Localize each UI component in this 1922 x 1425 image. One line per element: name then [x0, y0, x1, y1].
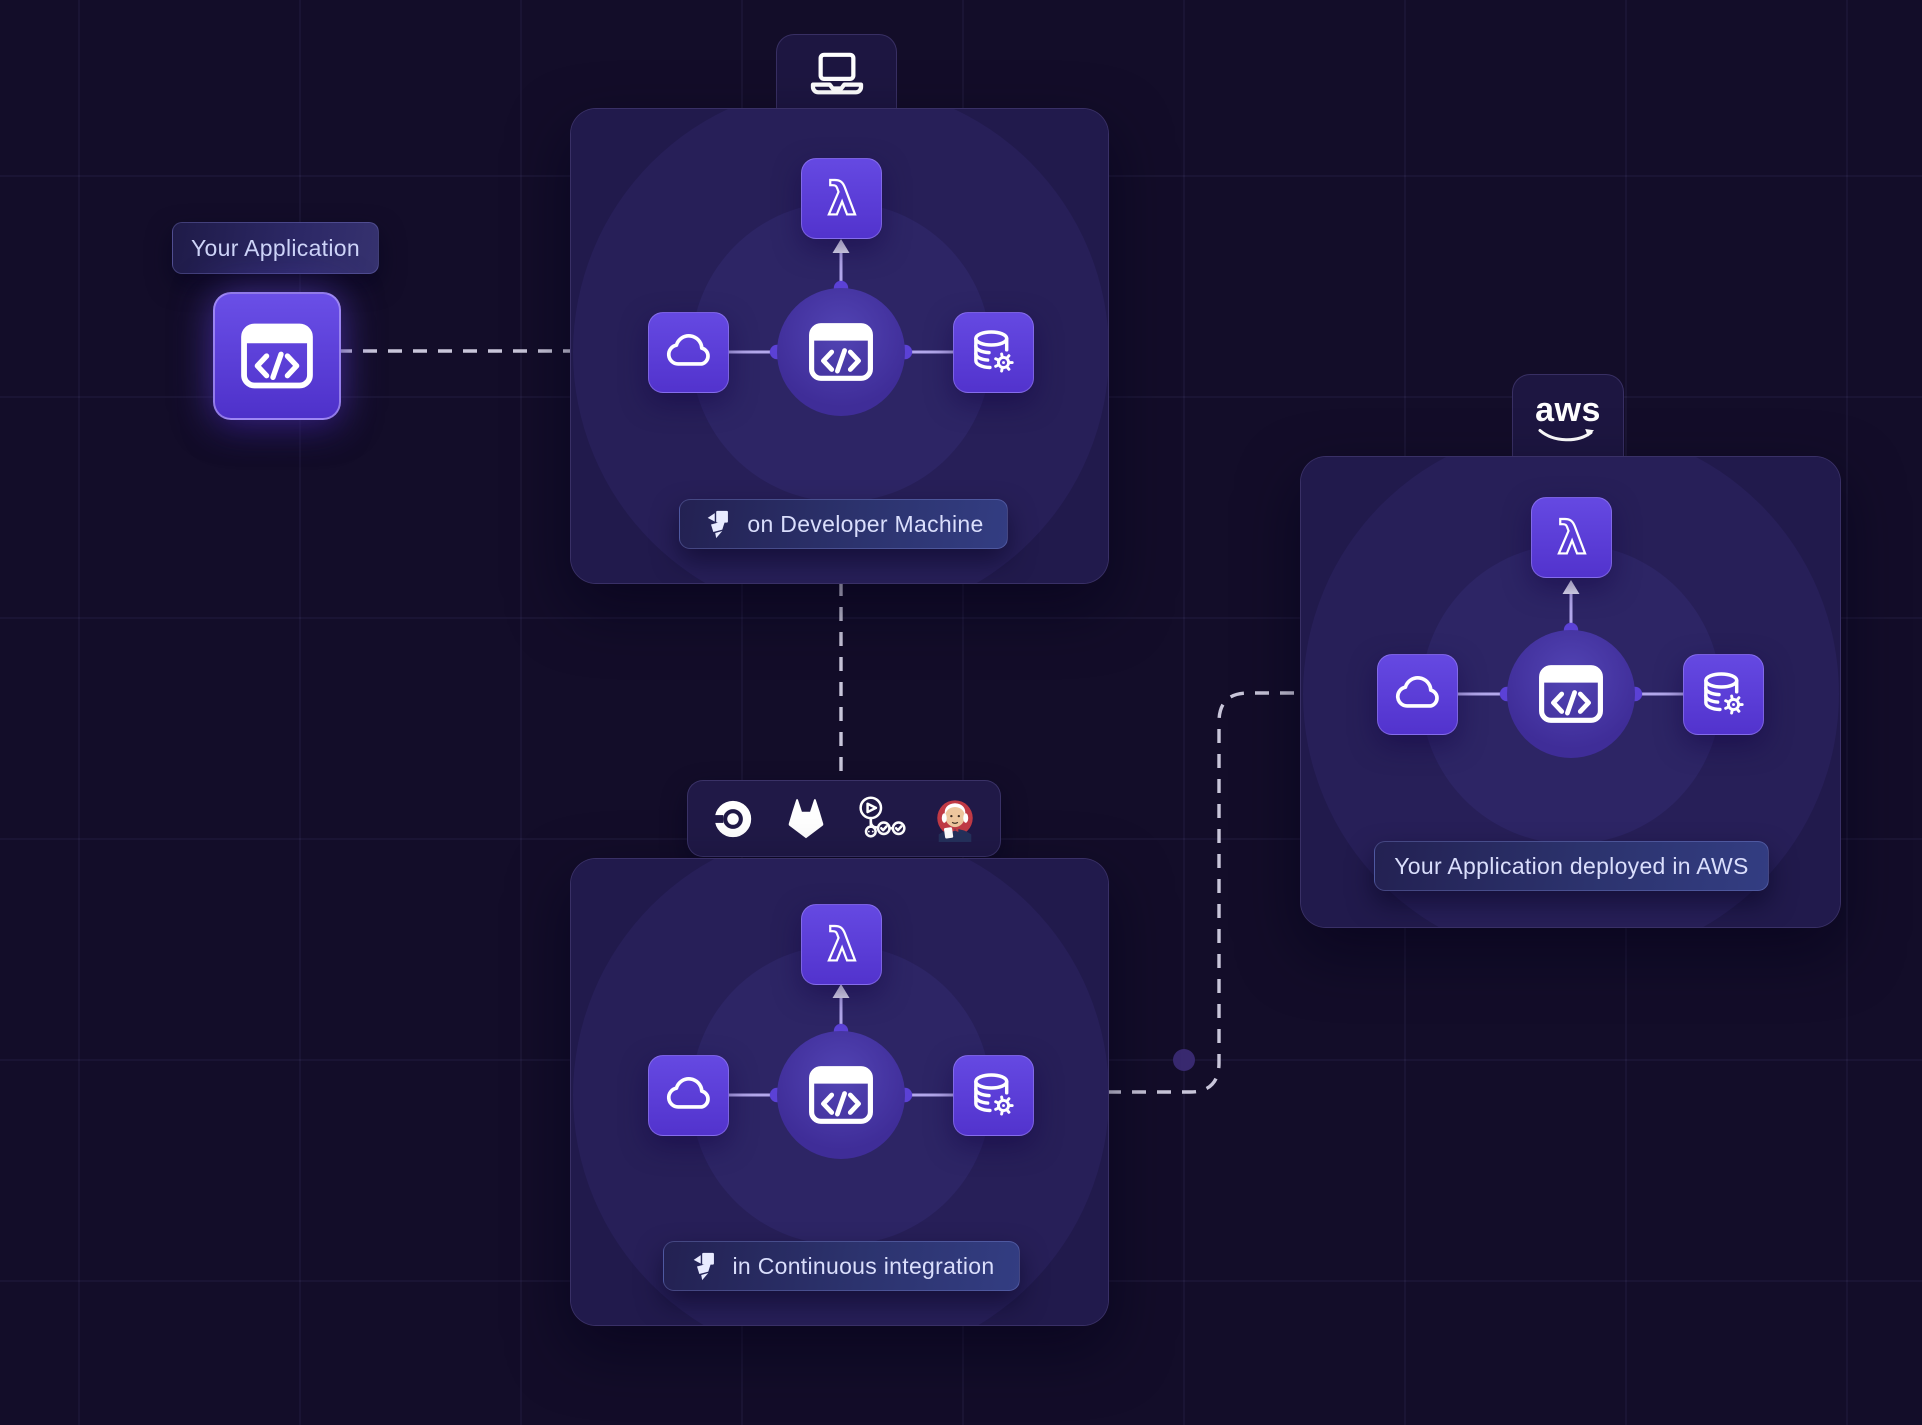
- ci-providers-tab: [687, 780, 1001, 857]
- card-connectors: [1457, 580, 1683, 702]
- developer-machine-tab: [776, 34, 897, 115]
- lambda-icon: [815, 172, 869, 226]
- your-application-box: [213, 292, 341, 420]
- localstack-icon: [703, 508, 735, 540]
- aws-deployment-badge: Your Application deployed in AWS: [1374, 841, 1769, 891]
- aws-smile-icon: [1535, 428, 1601, 446]
- developer-machine-badge: on Developer Machine: [679, 499, 1008, 549]
- application-circle: [777, 1031, 905, 1159]
- grid-node-dot: [1173, 1049, 1195, 1071]
- code-window-icon: [808, 322, 874, 382]
- aws-deployment-badge-text: Your Application deployed in AWS: [1394, 852, 1749, 879]
- lambda-icon: [815, 918, 869, 972]
- application-circle: [777, 288, 905, 416]
- aws-deployment-card: Your Application deployed in AWS: [1300, 456, 1841, 928]
- aws-logo-text: aws: [1535, 390, 1601, 429]
- cloud-icon: [661, 1068, 717, 1124]
- database-gear-icon: [965, 324, 1023, 382]
- database-node: [953, 1055, 1034, 1136]
- lambda-node: [801, 158, 882, 239]
- database-gear-icon: [965, 1067, 1023, 1125]
- application-circle: [1507, 630, 1635, 758]
- lambda-node: [1531, 497, 1612, 578]
- laptop-icon: [806, 50, 868, 100]
- gitlab-icon: [782, 795, 830, 843]
- cloud-node: [1377, 654, 1458, 735]
- aws-tab: aws: [1512, 374, 1624, 463]
- database-node: [953, 312, 1034, 393]
- cloud-node: [648, 312, 729, 393]
- your-application-label: Your Application: [172, 222, 379, 274]
- aws-logo: aws: [1535, 393, 1601, 446]
- code-window-icon: [240, 322, 314, 390]
- your-application-label-text: Your Application: [191, 234, 360, 261]
- circleci-icon: [710, 796, 756, 842]
- jenkins-icon: [932, 796, 978, 842]
- github-actions-icon: [856, 794, 906, 844]
- continuous-integration-card: in Continuous integration: [570, 858, 1109, 1326]
- developer-machine-badge-text: on Developer Machine: [747, 510, 984, 537]
- localstack-icon: [689, 1250, 721, 1282]
- lambda-node: [801, 904, 882, 985]
- code-window-icon: [1538, 664, 1604, 724]
- continuous-integration-badge: in Continuous integration: [663, 1241, 1020, 1291]
- code-window-icon: [808, 1065, 874, 1125]
- database-gear-icon: [1695, 666, 1753, 724]
- lambda-icon: [1545, 511, 1599, 565]
- cloud-icon: [1390, 667, 1446, 723]
- database-node: [1683, 654, 1764, 735]
- continuous-integration-badge-text: in Continuous integration: [732, 1252, 995, 1279]
- cloud-node: [648, 1055, 729, 1136]
- developer-machine-card: on Developer Machine: [570, 108, 1109, 584]
- cloud-icon: [661, 325, 717, 381]
